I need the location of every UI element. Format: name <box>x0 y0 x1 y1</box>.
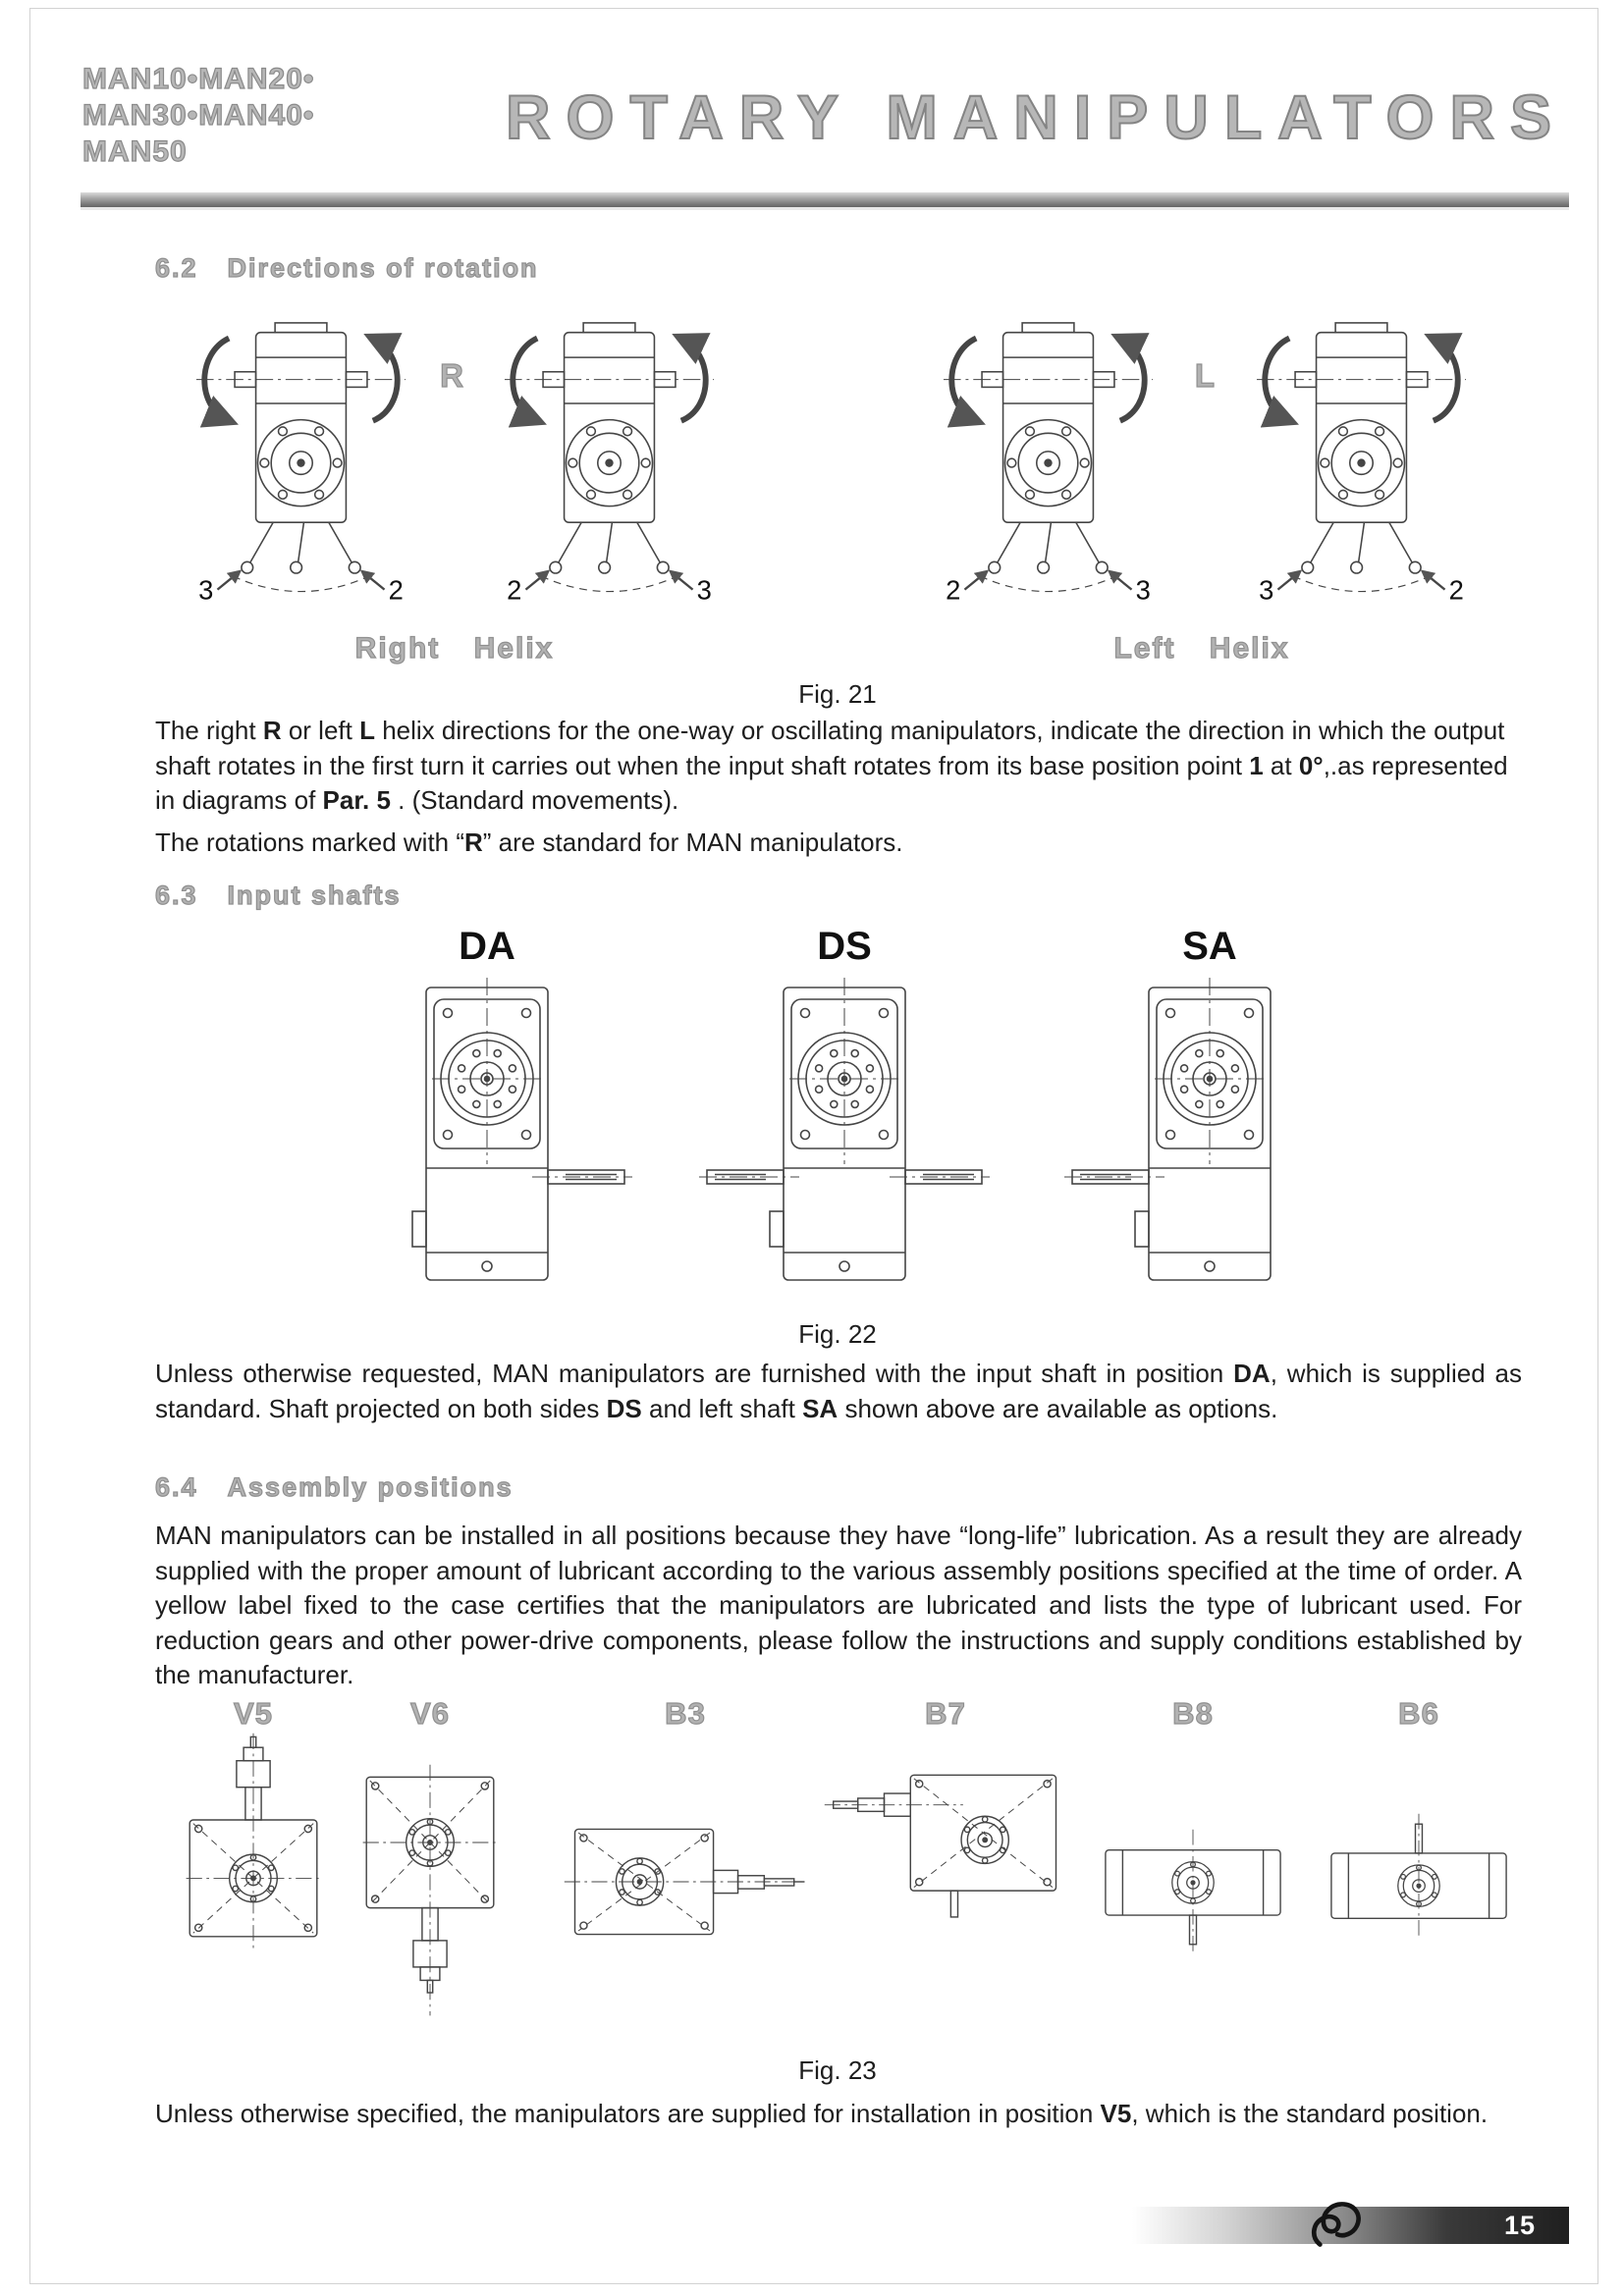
document-title: ROTARY MANIPULATORS <box>505 82 1567 153</box>
section-number: 6.4 <box>154 1471 198 1502</box>
point-number: 3 <box>1136 574 1151 605</box>
fig21-drawing-3: 2 3 <box>938 319 1159 621</box>
right-helix-label: Right Helix <box>354 631 555 665</box>
input-shaft-sa-drawing <box>1063 977 1272 1281</box>
section-title: Directions of rotation <box>227 252 539 283</box>
section-heading-6-3: 6.3 Input shafts <box>154 880 402 911</box>
page-number: 15 <box>1503 2211 1536 2240</box>
fig21-drawing-2: 2 3 <box>499 319 720 621</box>
section-heading-6-2: 6.2 Directions of rotation <box>154 252 539 284</box>
section-heading-6-4: 6.4 Assembly positions <box>154 1471 514 1503</box>
assembly-note: Unless otherwise specified, the manipula… <box>155 2099 1489 2128</box>
position-label-b7: B7 <box>925 1695 966 1731</box>
section-number: 6.2 <box>154 252 198 283</box>
assembly-paragraph: MAN manipulators can be installed in all… <box>155 1521 1522 1689</box>
figure-23: V5 V6 B3 B7 B8 B6 <box>155 1692 1520 2065</box>
footer: 15 <box>1132 2202 1569 2247</box>
position-label-v5: V5 <box>233 1695 273 1731</box>
directions-note: The rotations marked with “R” are standa… <box>155 828 903 857</box>
point-number: 2 <box>389 574 404 605</box>
input-shaft-da-drawing <box>411 977 633 1281</box>
position-label-b3: B3 <box>665 1695 706 1731</box>
point-number: 2 <box>507 574 521 605</box>
directions-paragraph: The right R or left L helix directions f… <box>155 716 1508 815</box>
input-shaft-ds-drawing <box>698 977 991 1281</box>
section-number: 6.3 <box>154 880 198 910</box>
model-line: MAN50 <box>81 134 188 168</box>
model-list: MAN10•MAN20• MAN30•MAN40• MAN50 <box>81 61 315 170</box>
figure-21-caption: Fig. 21 <box>798 679 877 709</box>
left-rotation-label: L <box>1194 356 1216 394</box>
point-number: 2 <box>1449 574 1464 605</box>
point-number: 3 <box>697 574 712 605</box>
point-number: 3 <box>1259 574 1273 605</box>
input-shafts-paragraph: Unless otherwise requested, MAN manipula… <box>155 1359 1522 1423</box>
shaft-variant-label-ds: DS <box>817 925 872 968</box>
position-label-b8: B8 <box>1172 1695 1214 1731</box>
fig21-drawing-4: 3 2 <box>1251 319 1472 621</box>
assembly-position-v6-drawing <box>362 1764 498 2016</box>
point-number: 3 <box>198 574 213 605</box>
position-label-b6: B6 <box>1398 1695 1439 1731</box>
section-title: Assembly positions <box>227 1471 514 1502</box>
position-label-v6: V6 <box>409 1695 450 1731</box>
assembly-position-v5-drawing <box>186 1733 321 1949</box>
assembly-position-b6-drawing <box>1330 1813 1507 1940</box>
brand-logo <box>1312 2202 1361 2247</box>
point-number: 2 <box>946 574 960 605</box>
assembly-position-b7-drawing <box>824 1774 1057 1918</box>
figure-22-caption: Fig. 22 <box>798 1319 877 1349</box>
assembly-position-b3-drawing <box>564 1828 807 1936</box>
figure-21: R L 3 2 2 3 2 3 3 <box>155 314 1520 679</box>
section-title: Input shafts <box>227 880 402 910</box>
fig21-drawing-1: 3 2 <box>190 319 411 621</box>
manipulator-front-drawing: 3 2 <box>190 319 411 605</box>
model-line: MAN10•MAN20• <box>81 62 315 95</box>
figure-23-caption: Fig. 23 <box>798 2056 877 2085</box>
left-helix-label: Left Helix <box>1113 631 1290 665</box>
shaft-variant-label-sa: SA <box>1182 925 1237 968</box>
manipulator-front-drawing: 2 3 <box>938 319 1159 605</box>
page-border <box>29 8 1598 2284</box>
header-rule <box>81 192 1569 207</box>
assembly-position-b8-drawing <box>1105 1829 1281 1955</box>
model-line: MAN30•MAN40• <box>81 98 315 132</box>
manipulator-front-drawing: 2 3 <box>499 319 720 605</box>
shaft-variant-label-da: DA <box>459 925 515 968</box>
figure-22: DA DS SA <box>155 925 1520 1313</box>
right-rotation-label: R <box>439 356 463 394</box>
manipulator-front-drawing: 3 2 <box>1251 319 1472 605</box>
